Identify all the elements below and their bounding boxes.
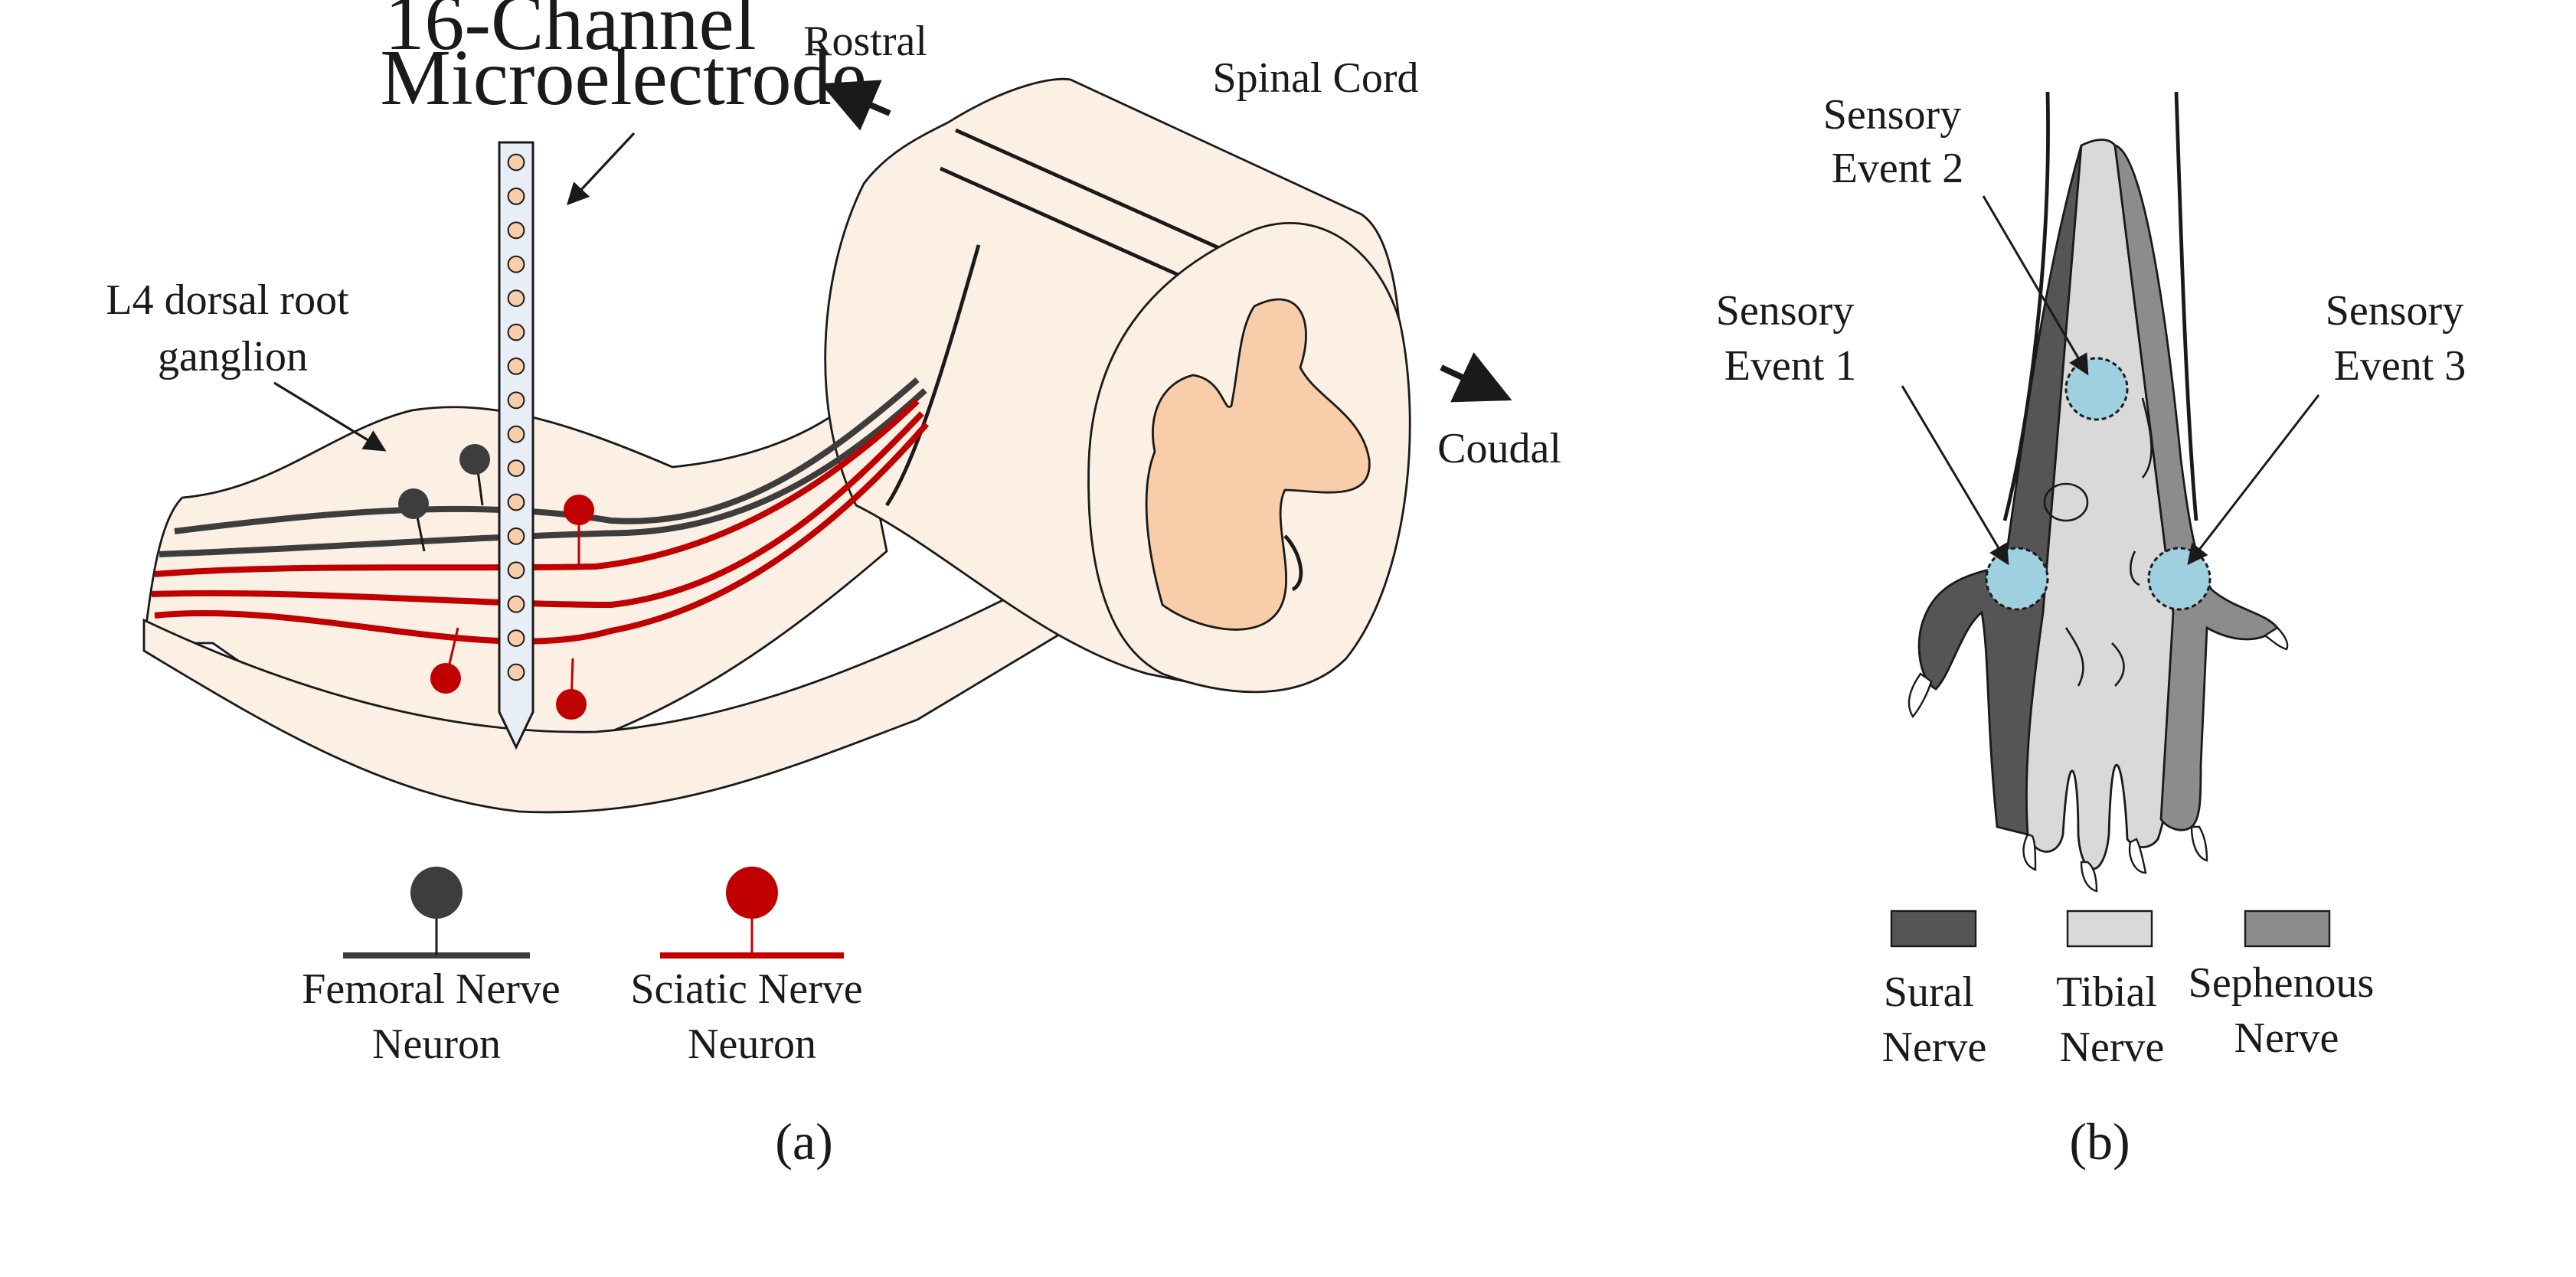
sensory-event-1-line-1: Sensory [1716,287,1854,335]
electrode-pointer-arrow [567,132,636,206]
legend-tibial-line-2: Nerve [2060,1024,2165,1071]
caption-b: (b) [2069,1112,2130,1171]
electrode-contact [507,188,525,205]
neuron-femoral [398,488,429,552]
paw-pads [2043,397,2153,687]
electrode-label-line-2: Microelectrode [380,34,866,122]
electrode-contact [507,629,525,647]
svg-text:Femoral Nerve Neuron: Femoral Nerve Neuron [302,965,570,1068]
electrode-pads [507,153,525,681]
legend-femoral-line-1: Femoral Nerve [302,965,560,1013]
electrode-contact [507,358,525,375]
svg-text:Sephenous Nerve: Sephenous Nerve [2189,959,2385,1062]
sensory-event-3-label: Sensory Event 3 [2326,287,2474,390]
caption-a: (a) [775,1112,832,1171]
coudal-label: Coudal [1437,425,1561,472]
legend-femoral-line-2: Neuron [372,1021,501,1068]
legend-tibial-line-1: Tibial [2056,968,2157,1016]
electrode-contact [507,595,525,613]
electrode-contact [507,663,525,681]
neuron-sciatic [564,495,594,567]
drg-label: L4 dorsal root ganglion [106,276,359,380]
legend-saphenous-line-1: Sephenous [2189,959,2375,1007]
legend-saphenous-line-2: Nerve [2234,1014,2339,1062]
sensory-event-2-line-1: Sensory [1823,91,1961,139]
paw-claws [1907,626,2289,893]
neuron-sciatic [430,627,461,694]
legend-femoral: Femoral Nerve Neuron [302,867,570,1068]
legend-sciatic-line-1: Sciatic Nerve [630,965,862,1013]
sciatic-fibers [151,399,930,645]
panel-b: Sensory Event 1 Sensory Event 2 Sensory … [1716,91,2474,1171]
legend-sural: Sural Nerve [1882,910,1987,1071]
svg-text:Sural Nerve: Sural Nerve [1882,968,1987,1071]
spinal-cord-label: Spinal Cord [1212,54,1418,102]
sensory-event-1-label: Sensory Event 1 [1716,287,1865,390]
legend-tibial: Tibial Nerve [2056,910,2168,1071]
sensory-event-3-marker [2147,394,2320,611]
legend-saphenous: Sephenous Nerve [2189,910,2385,1062]
paw-saphenous-region [2113,144,2279,831]
sensory-event-1-marker [1901,385,2049,611]
electrode-contact [507,323,525,341]
electrode-label-line-1: 16-Channel [384,0,756,67]
spinal-cord-fold [885,244,981,507]
neuron-femoral [459,444,490,506]
electrode-contact [507,425,525,443]
electrode-contact [507,391,525,410]
legend-sural-line-1: Sural [1884,968,1974,1016]
sensory-event-2-label: Sensory Event 2 [1823,91,1972,192]
electrode-contact [507,459,525,477]
electrode-contact [507,153,525,171]
electrode-contact [507,289,525,308]
sensory-event-2-marker [1982,195,2129,421]
legend-sciatic: Sciatic Nerve Neuron [630,867,873,1068]
electrode-contact [507,255,525,273]
ventral-fissure [1283,534,1303,592]
drg-label-line-2: ganglion [158,333,308,380]
grey-matter [1145,298,1371,631]
drg-label-line-1: L4 dorsal root [106,276,349,324]
femoral-fibers [159,377,927,557]
leg-outline-right [2174,91,2198,521]
drg-pointer-arrow [273,381,387,452]
sensory-event-1-line-2: Event 1 [1724,342,1857,390]
electrode-label: 16-Channel Microelectrode [380,0,866,122]
electrode-contact [507,527,525,545]
microelectrode [498,141,534,750]
sensory-event-3-line-1: Sensory [2326,287,2463,335]
svg-text:Tibial Nerve: Tibial Nerve [2056,968,2168,1071]
panel-a: 16-Channel Microelectrode Rostral Spinal… [106,0,1561,1171]
coudal-arrow [1440,352,1512,403]
legend-sciatic-line-2: Neuron [688,1021,816,1068]
svg-text:Sciatic Nerve Neuron: Sciatic Nerve Neuron [630,965,873,1068]
rostral-arrow [820,80,891,131]
spinal-cord-edge-2 [955,128,1247,263]
leg-outline-left [2002,91,2050,521]
legend-sural-line-2: Nerve [1882,1024,1987,1071]
neuron-sciatic [556,658,587,720]
sensory-event-2-line-2: Event 2 [1832,145,1964,192]
sensory-event-3-line-2: Event 3 [2334,342,2466,390]
electrode-contact [507,493,525,511]
electrode-contact [507,561,525,580]
electrode-contact [507,221,525,240]
rostral-label: Rostral [803,18,927,65]
